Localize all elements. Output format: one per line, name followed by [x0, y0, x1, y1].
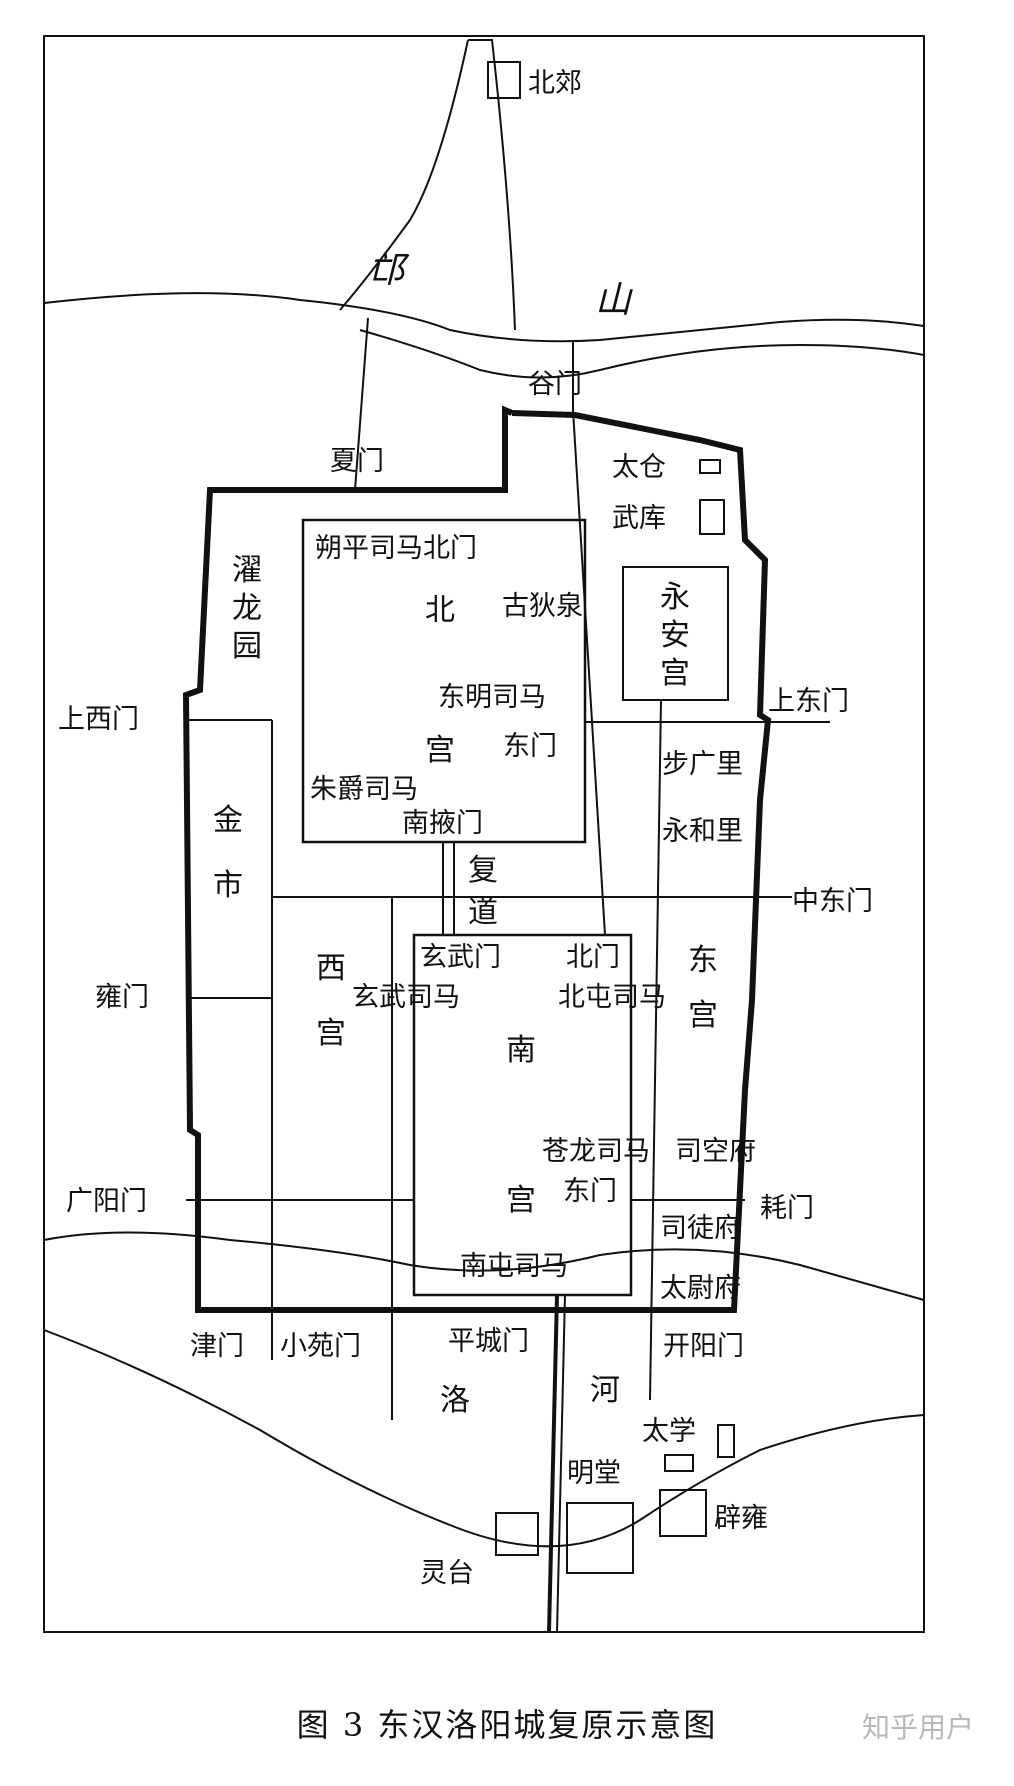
label-bei-1: 北 [425, 593, 455, 628]
label-dong-2: 宫 [688, 998, 718, 1033]
label-beijiao: 北郊 [528, 68, 582, 99]
label-zhujue: 朱爵司马 [310, 774, 418, 805]
label-canglong-men: 东门 [563, 1176, 617, 1207]
lingtai-building [495, 1512, 539, 1556]
taicang-granary [699, 459, 721, 474]
label-nantun: 南屯司马 [460, 1251, 568, 1282]
yongan-palace [622, 566, 729, 701]
label-yongan-1: 永 [660, 580, 690, 615]
label-he: 河 [590, 1373, 620, 1408]
north-suburb-outline-west [339, 39, 469, 311]
label-situ: 司徒府 [660, 1213, 741, 1244]
label-xiaoyuan: 小苑门 [280, 1331, 361, 1362]
wuku-armory [699, 499, 725, 535]
road-pingchengmen-south-2 [556, 1294, 566, 1633]
label-mang: 邙 [368, 250, 410, 291]
watermark: 知乎用户 [861, 1711, 974, 1744]
label-nan-2: 宫 [506, 1183, 536, 1218]
label-dao: 道 [468, 895, 498, 930]
label-liulong-3: 园 [232, 629, 262, 664]
luo-river-north-bank [43, 1231, 925, 1301]
label-xi-2: 宫 [316, 1016, 346, 1051]
luo-river-south-bank [43, 1329, 925, 1548]
label-bei-2: 宫 [425, 733, 455, 768]
label-shi: 市 [213, 868, 243, 903]
label-gumen: 谷门 [528, 369, 582, 400]
mingtang-hall [566, 1502, 634, 1574]
label-taixue: 太学 [642, 1416, 696, 1447]
label-xi-1: 西 [316, 951, 346, 986]
label-beitun: 北屯司马 [558, 982, 666, 1013]
map-frame [43, 35, 925, 1633]
label-zhongdong: 中东门 [792, 886, 873, 917]
label-shangxi: 上西门 [58, 704, 139, 735]
road-east-ns [649, 699, 662, 1401]
south-palace [412, 933, 633, 1297]
label-yongan-2: 安 [660, 618, 690, 653]
gu-river-south [359, 329, 925, 379]
road-pingchengmen-south [547, 1294, 559, 1633]
label-xuanwu-men: 玄武门 [420, 942, 501, 973]
label-taicang: 太仓 [612, 452, 666, 483]
road-xiamen-north [354, 317, 369, 491]
taixue-building [717, 1424, 735, 1458]
label-canglong: 苍龙司马 [542, 1136, 650, 1167]
label-liulong-1: 濯 [232, 553, 262, 588]
label-nanye: 南掖门 [402, 808, 483, 839]
label-xuanwu-sima: 玄武司马 [352, 982, 460, 1013]
label-mingtang: 明堂 [567, 1458, 621, 1489]
label-jinmen: 津门 [190, 1331, 244, 1362]
figure-caption: 图 3 东汉洛阳城复原示意图 [296, 1706, 718, 1744]
label-xiamen: 夏门 [330, 446, 384, 477]
label-wuku: 武库 [612, 503, 666, 534]
label-sikong: 司空府 [675, 1136, 756, 1167]
beijiao-altar [487, 61, 521, 99]
mingtang-building [664, 1454, 694, 1472]
road-north-ns [572, 409, 606, 936]
label-haomen: 耗门 [760, 1193, 814, 1224]
label-taiwei: 太尉府 [660, 1273, 741, 1304]
label-pingcheng: 平城门 [448, 1326, 529, 1357]
biyong-building [659, 1489, 707, 1537]
label-biyong: 辟雍 [714, 1503, 768, 1534]
label-buguang: 步广里 [662, 749, 743, 780]
label-guangyang: 广阳门 [66, 1186, 147, 1217]
label-kaiyang: 开阳门 [663, 1331, 744, 1362]
label-dongming-1: 东明司马 [438, 682, 546, 713]
label-nan-1: 南 [506, 1033, 536, 1068]
label-fu: 复 [468, 853, 498, 888]
label-digu: 古狄泉 [502, 591, 583, 622]
gu-river-north [43, 292, 925, 343]
label-yongan-3: 宫 [660, 656, 690, 691]
label-yonghe: 永和里 [662, 816, 743, 847]
label-beimen: 北门 [566, 942, 620, 973]
label-jin: 金 [213, 803, 243, 838]
city-wall [182, 405, 772, 1313]
label-lingtai: 灵台 [420, 1558, 474, 1589]
label-dongming-2: 东门 [503, 731, 557, 762]
label-dong-1: 东 [688, 943, 718, 978]
label-shan: 山 [595, 280, 633, 321]
label-luo: 洛 [440, 1383, 470, 1418]
label-shangdong: 上东门 [768, 686, 849, 717]
north-suburb-outline [468, 39, 516, 331]
label-liulong-2: 龙 [232, 591, 262, 626]
label-shuoping: 朔平司马北门 [315, 533, 477, 564]
label-yongmen: 雍门 [95, 982, 149, 1013]
